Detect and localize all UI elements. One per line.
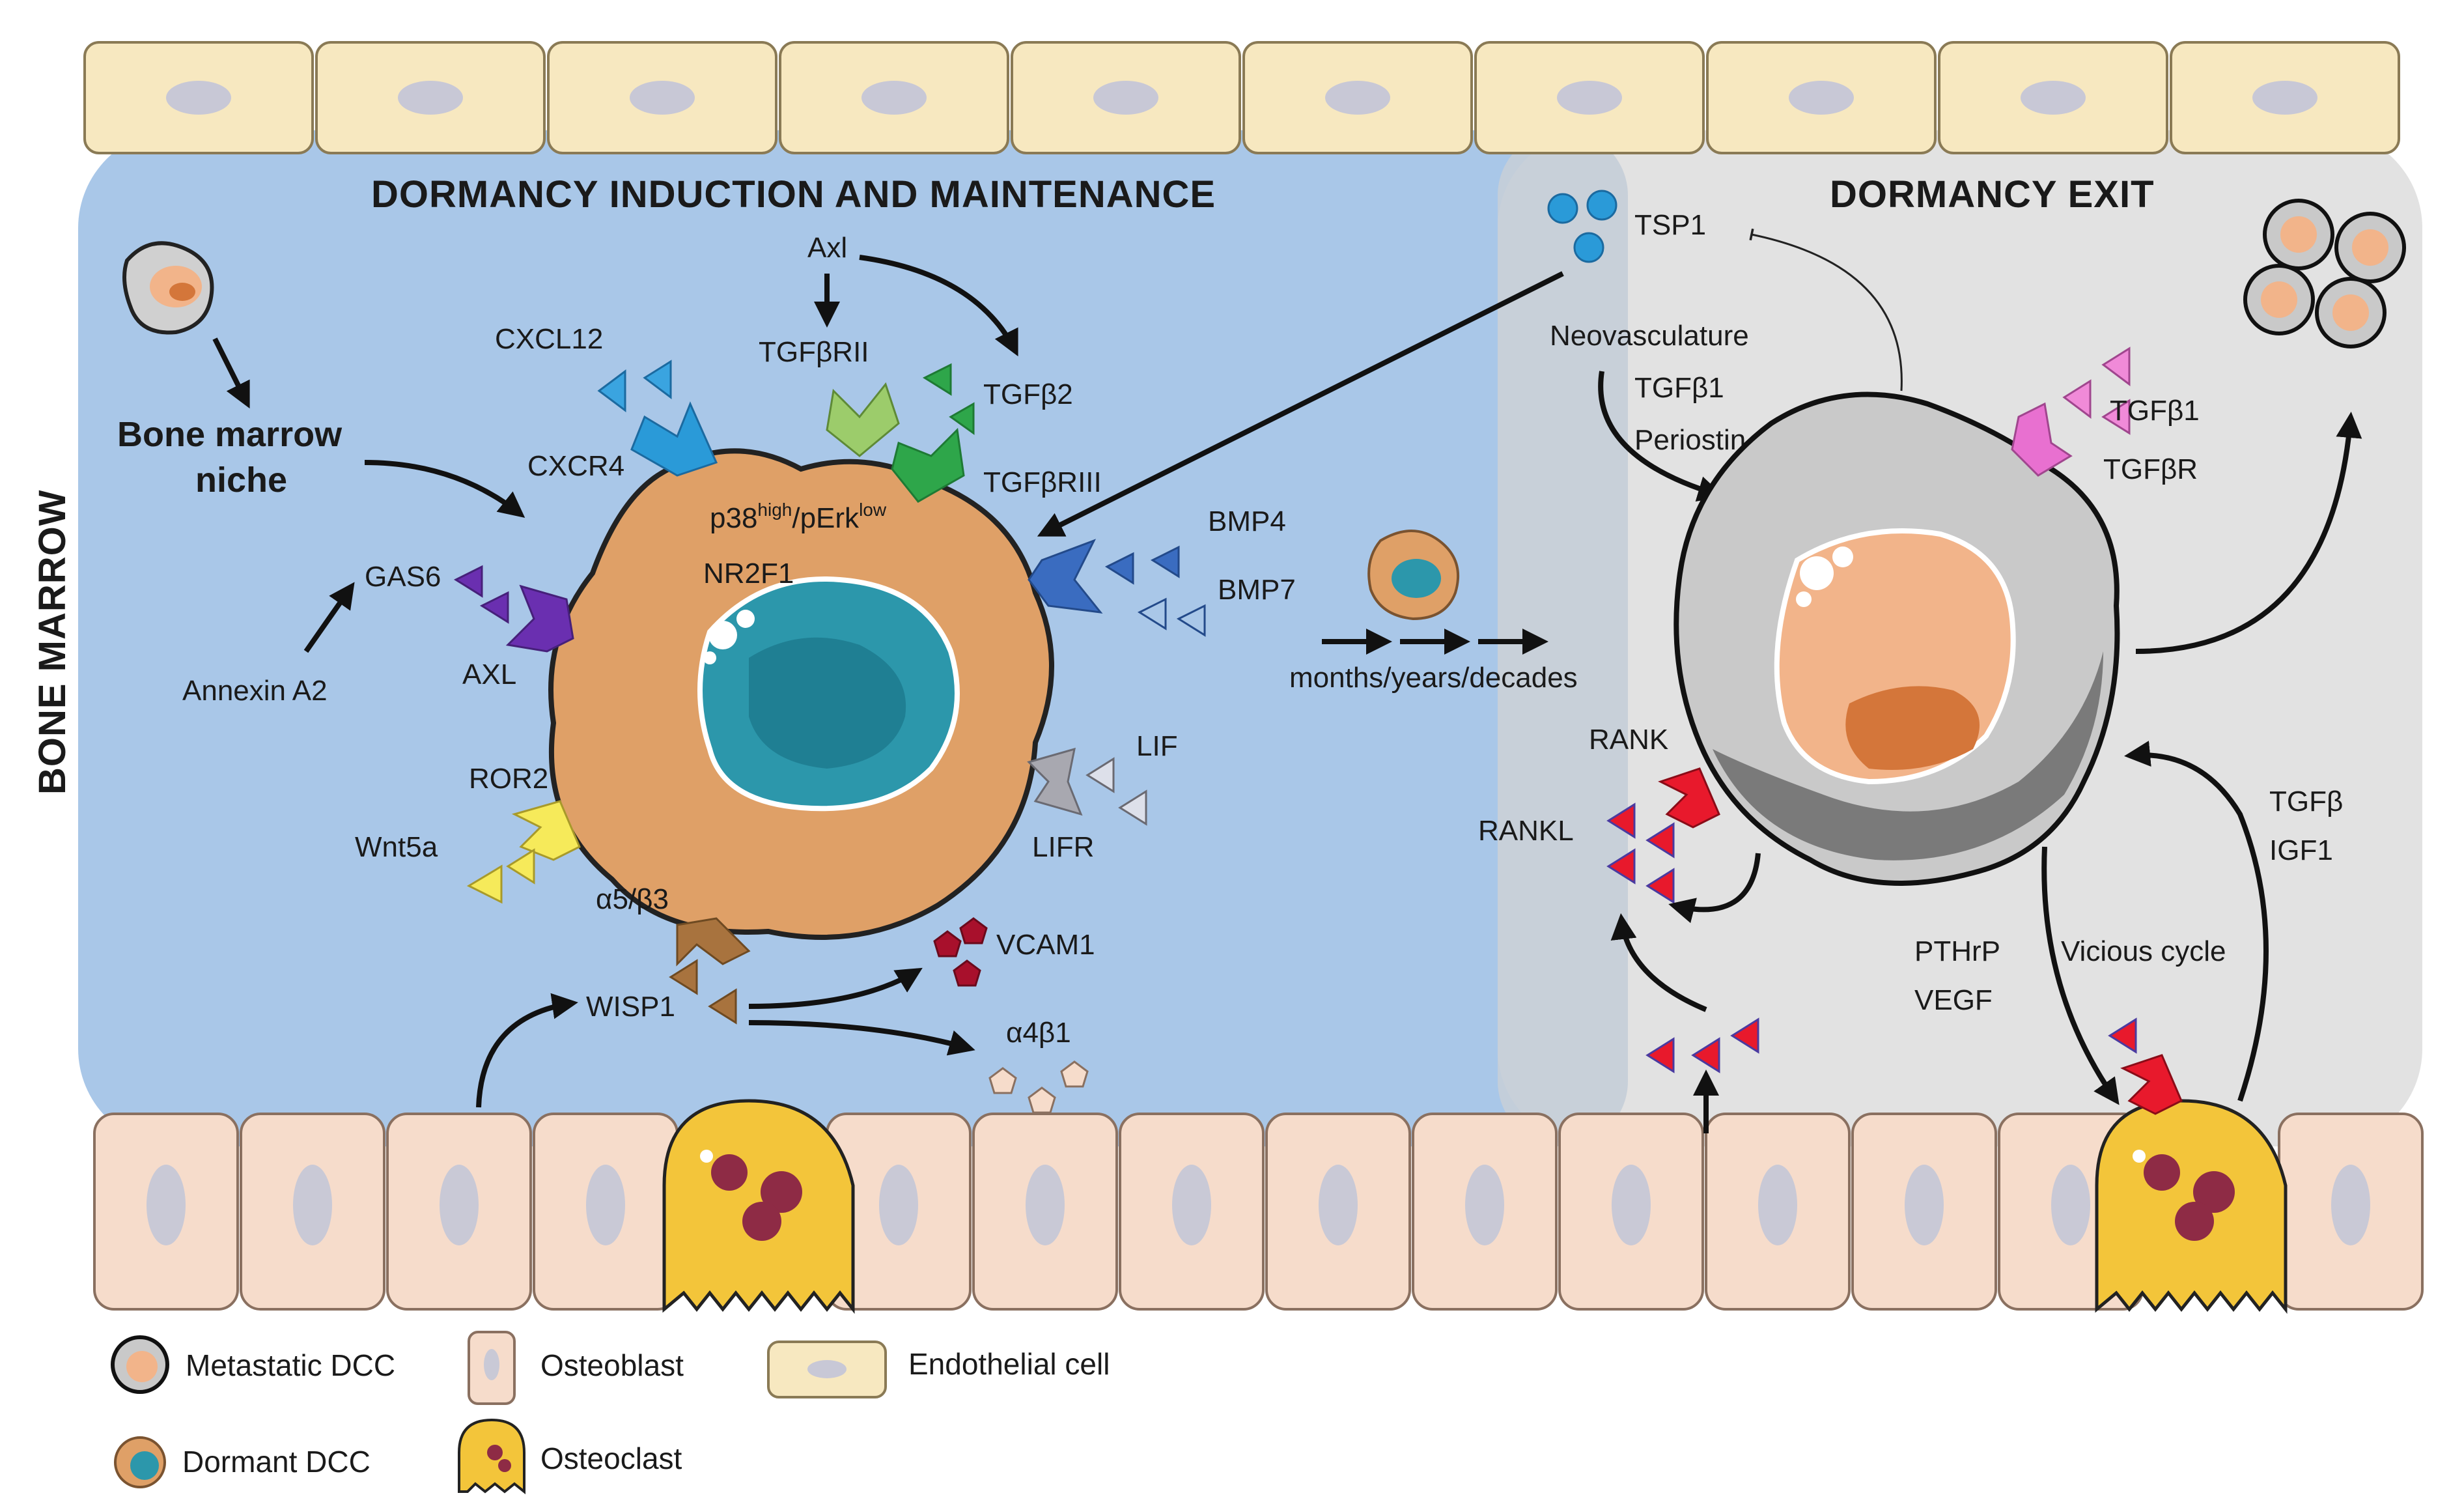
legend-metastatic-icon [111,1335,169,1394]
a5b3-receptor [676,917,751,967]
gas6-label: GAS6 [365,561,441,593]
p38-label: p38high/pErklow [710,500,887,534]
proliferating-cluster [2243,199,2406,348]
arrow-axl-to-tgfb2 [859,255,1018,357]
arrow-cell-to-osteoclast [2041,846,2120,1105]
tgfb1-left-label: TGFβ1 [1634,372,1724,404]
tsp1-label: TSP1 [1634,209,1706,241]
lifr-label: LIFR [1032,831,1094,863]
arrow-niche-to-cell [364,460,525,518]
arrow-to-niche [212,337,250,409]
legend-osteoclast-label: Osteoclast [540,1441,682,1475]
a4b1-pentagons [988,1060,1089,1114]
bone-marrow-side-label: BONE MARROW [31,489,74,795]
vcam1-label: VCAM1 [996,929,1095,961]
arrow-neovasc-to-cell [1598,371,1724,502]
rank-label: RANK [1589,724,1668,756]
bmp4-ligands [1104,545,1180,585]
lif-label: LIF [1136,730,1178,762]
a4b1-label: α4β1 [1006,1017,1071,1049]
periostin-label: Periostin [1634,424,1746,456]
arrow-wisp1-to-a4b1 [748,1020,975,1056]
ror2-receptor [511,800,581,861]
tgfb2-label: TGFβ2 [983,378,1073,410]
rank-receptor [1658,767,1720,829]
small-dormant-cell [1367,530,1460,621]
nr2f1-label: NR2F1 [703,558,794,589]
gas6-ligands [453,565,509,624]
osteoblast-layer [93,1113,2424,1311]
wisp1-label: WISP1 [586,991,675,1023]
arrow-tsp1-to-dormant [1037,271,1564,537]
tsp1-inhibition [1749,228,1903,391]
tgfb1-right-label: TGFβ1 [2110,395,2200,427]
osteoclast-rankl [2108,1017,2137,1054]
metastatic-dcc [1673,391,2120,886]
bmp7-ligands [1137,597,1206,637]
axl-label: AXL [462,659,516,690]
cxcl12-ligands [597,360,672,412]
tgfb-label: TGFβ [2269,786,2343,817]
wnt5a-ligands [466,848,535,904]
lifr-receptor [1027,747,1083,816]
vicious-label: Vicious cycle [2061,935,2226,967]
arrow-cell-to-rankl [1668,853,1761,924]
arrow-annexin-to-gas6 [303,582,355,653]
legend-dormant-icon [114,1436,166,1488]
tsp1-spheres [1547,190,1617,263]
bmp-receptor [1028,539,1103,614]
osteoclast-left [662,1099,855,1314]
annexin-label: Annexin A2 [182,675,328,707]
tgfbriii-label: TGFβRIII [983,466,1102,498]
a5b3-label: α5/β3 [596,883,669,915]
arrow-osteoblast-to-rankl [1610,913,1707,1012]
axl-receptor [505,584,574,653]
arrow-osteoclast-to-cell [2124,741,2269,1102]
cxcr4-label: CXCR4 [527,450,624,482]
arrow-to-proliferation [2135,412,2362,654]
tgfbriii-receptor [891,427,965,503]
vegf-label: VEGF [1914,984,1993,1016]
legend-metastatic-label: Metastatic DCC [186,1348,395,1382]
osteoclast-right [2095,1099,2288,1314]
bmp7-label: BMP7 [1218,574,1296,606]
wnt5a-label: Wnt5a [355,831,438,863]
rankl-label: RANKL [1478,815,1574,847]
osteoclast-rank-receptor [2120,1054,2183,1115]
metastatic-dcc-icon [122,241,214,335]
induction-header: DORMANCY INDUCTION AND MAINTENANCE [371,173,1216,216]
tgfbr-label: TGFβR [2103,453,2198,485]
axl-top-label: Axl [807,232,847,264]
tgfbrii-label: TGFβRII [759,336,869,368]
legend: Metastatic DCC Osteoblast Endothelial ce… [111,1331,1110,1495]
niche-label-line1: Bone marrow [117,415,343,454]
igf1-label: IGF1 [2269,834,2333,866]
time-label: months/years/decades [1289,662,1578,694]
cxcr4-receptor [630,401,718,477]
legend-dormant-label: Dormant DCC [182,1445,371,1479]
neovasc-label: Neovasculature [1550,320,1749,352]
bmp4-label: BMP4 [1208,505,1286,537]
cxcl12-label: CXCL12 [495,323,603,355]
exit-header: DORMANCY EXIT [1830,173,2155,216]
tgfbrii-receptor [826,382,900,457]
rankl-ligands [1606,802,1759,1073]
tgfbr-receptor [2011,402,2073,477]
arrow-to-wisp1 [476,993,578,1108]
pthrp-label: PTHrP [1914,935,2000,967]
legend-endothelial-label: Endothelial cell [908,1347,1110,1381]
legend-endothelial-icon [767,1341,887,1398]
arrow-wisp1-to-vcam1 [748,967,923,1009]
niche-label-line2: niche [195,461,287,500]
legend-osteoblast-label: Osteoblast [540,1348,684,1382]
legend-osteoblast-icon [468,1331,516,1405]
wisp1-ligands [669,959,737,1025]
tgfb1-right-ligands [2062,347,2131,435]
vcam1-pentagons [933,917,988,987]
tgfb2-ligands [922,363,975,435]
ror2-label: ROR2 [469,763,548,795]
legend-osteoclast-icon [458,1418,525,1495]
lif-ligands [1085,757,1147,826]
